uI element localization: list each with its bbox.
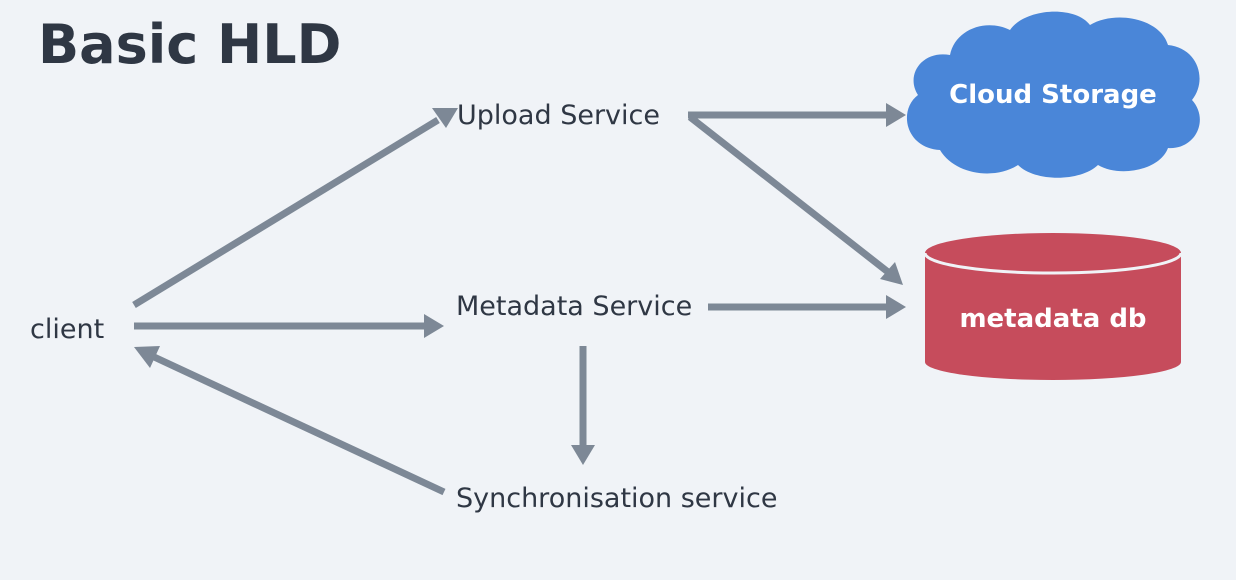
- upload-service-label: Upload Service: [457, 100, 660, 131]
- arrow-upload-to-cloud-head: [886, 103, 906, 127]
- arrow-client-to-upload-head: [432, 108, 458, 128]
- db-cylinder-rim: [923, 252, 1183, 275]
- arrow-upload-to-db-head: [880, 262, 903, 285]
- metadata-db-label: metadata db: [959, 304, 1146, 334]
- arrow-metadata-to-db-head: [886, 295, 906, 319]
- arrow-metadata-to-sync-head: [571, 445, 595, 465]
- db-cylinder-top: [925, 233, 1181, 273]
- sync-service-label: Synchronisation service: [456, 483, 778, 514]
- arrow-sync-to-client-head: [134, 346, 160, 368]
- cloud-storage-label: Cloud Storage: [949, 80, 1157, 110]
- diagram-title: Basic HLD: [38, 13, 342, 76]
- metadata-db-node: metadata db: [923, 233, 1183, 380]
- arrow-client-to-upload: [132, 117, 440, 308]
- client-label: client: [30, 314, 105, 345]
- arrow-upload-to-db: [687, 114, 891, 275]
- cloud-shape: [906, 11, 1200, 178]
- metadata-service-label: Metadata Service: [456, 291, 693, 322]
- db-cylinder-body: [925, 253, 1181, 380]
- arrow-client-to-metadata-head: [424, 314, 444, 338]
- arrow-sync-to-client: [150, 352, 446, 496]
- cloud-storage-node: Cloud Storage: [906, 11, 1200, 178]
